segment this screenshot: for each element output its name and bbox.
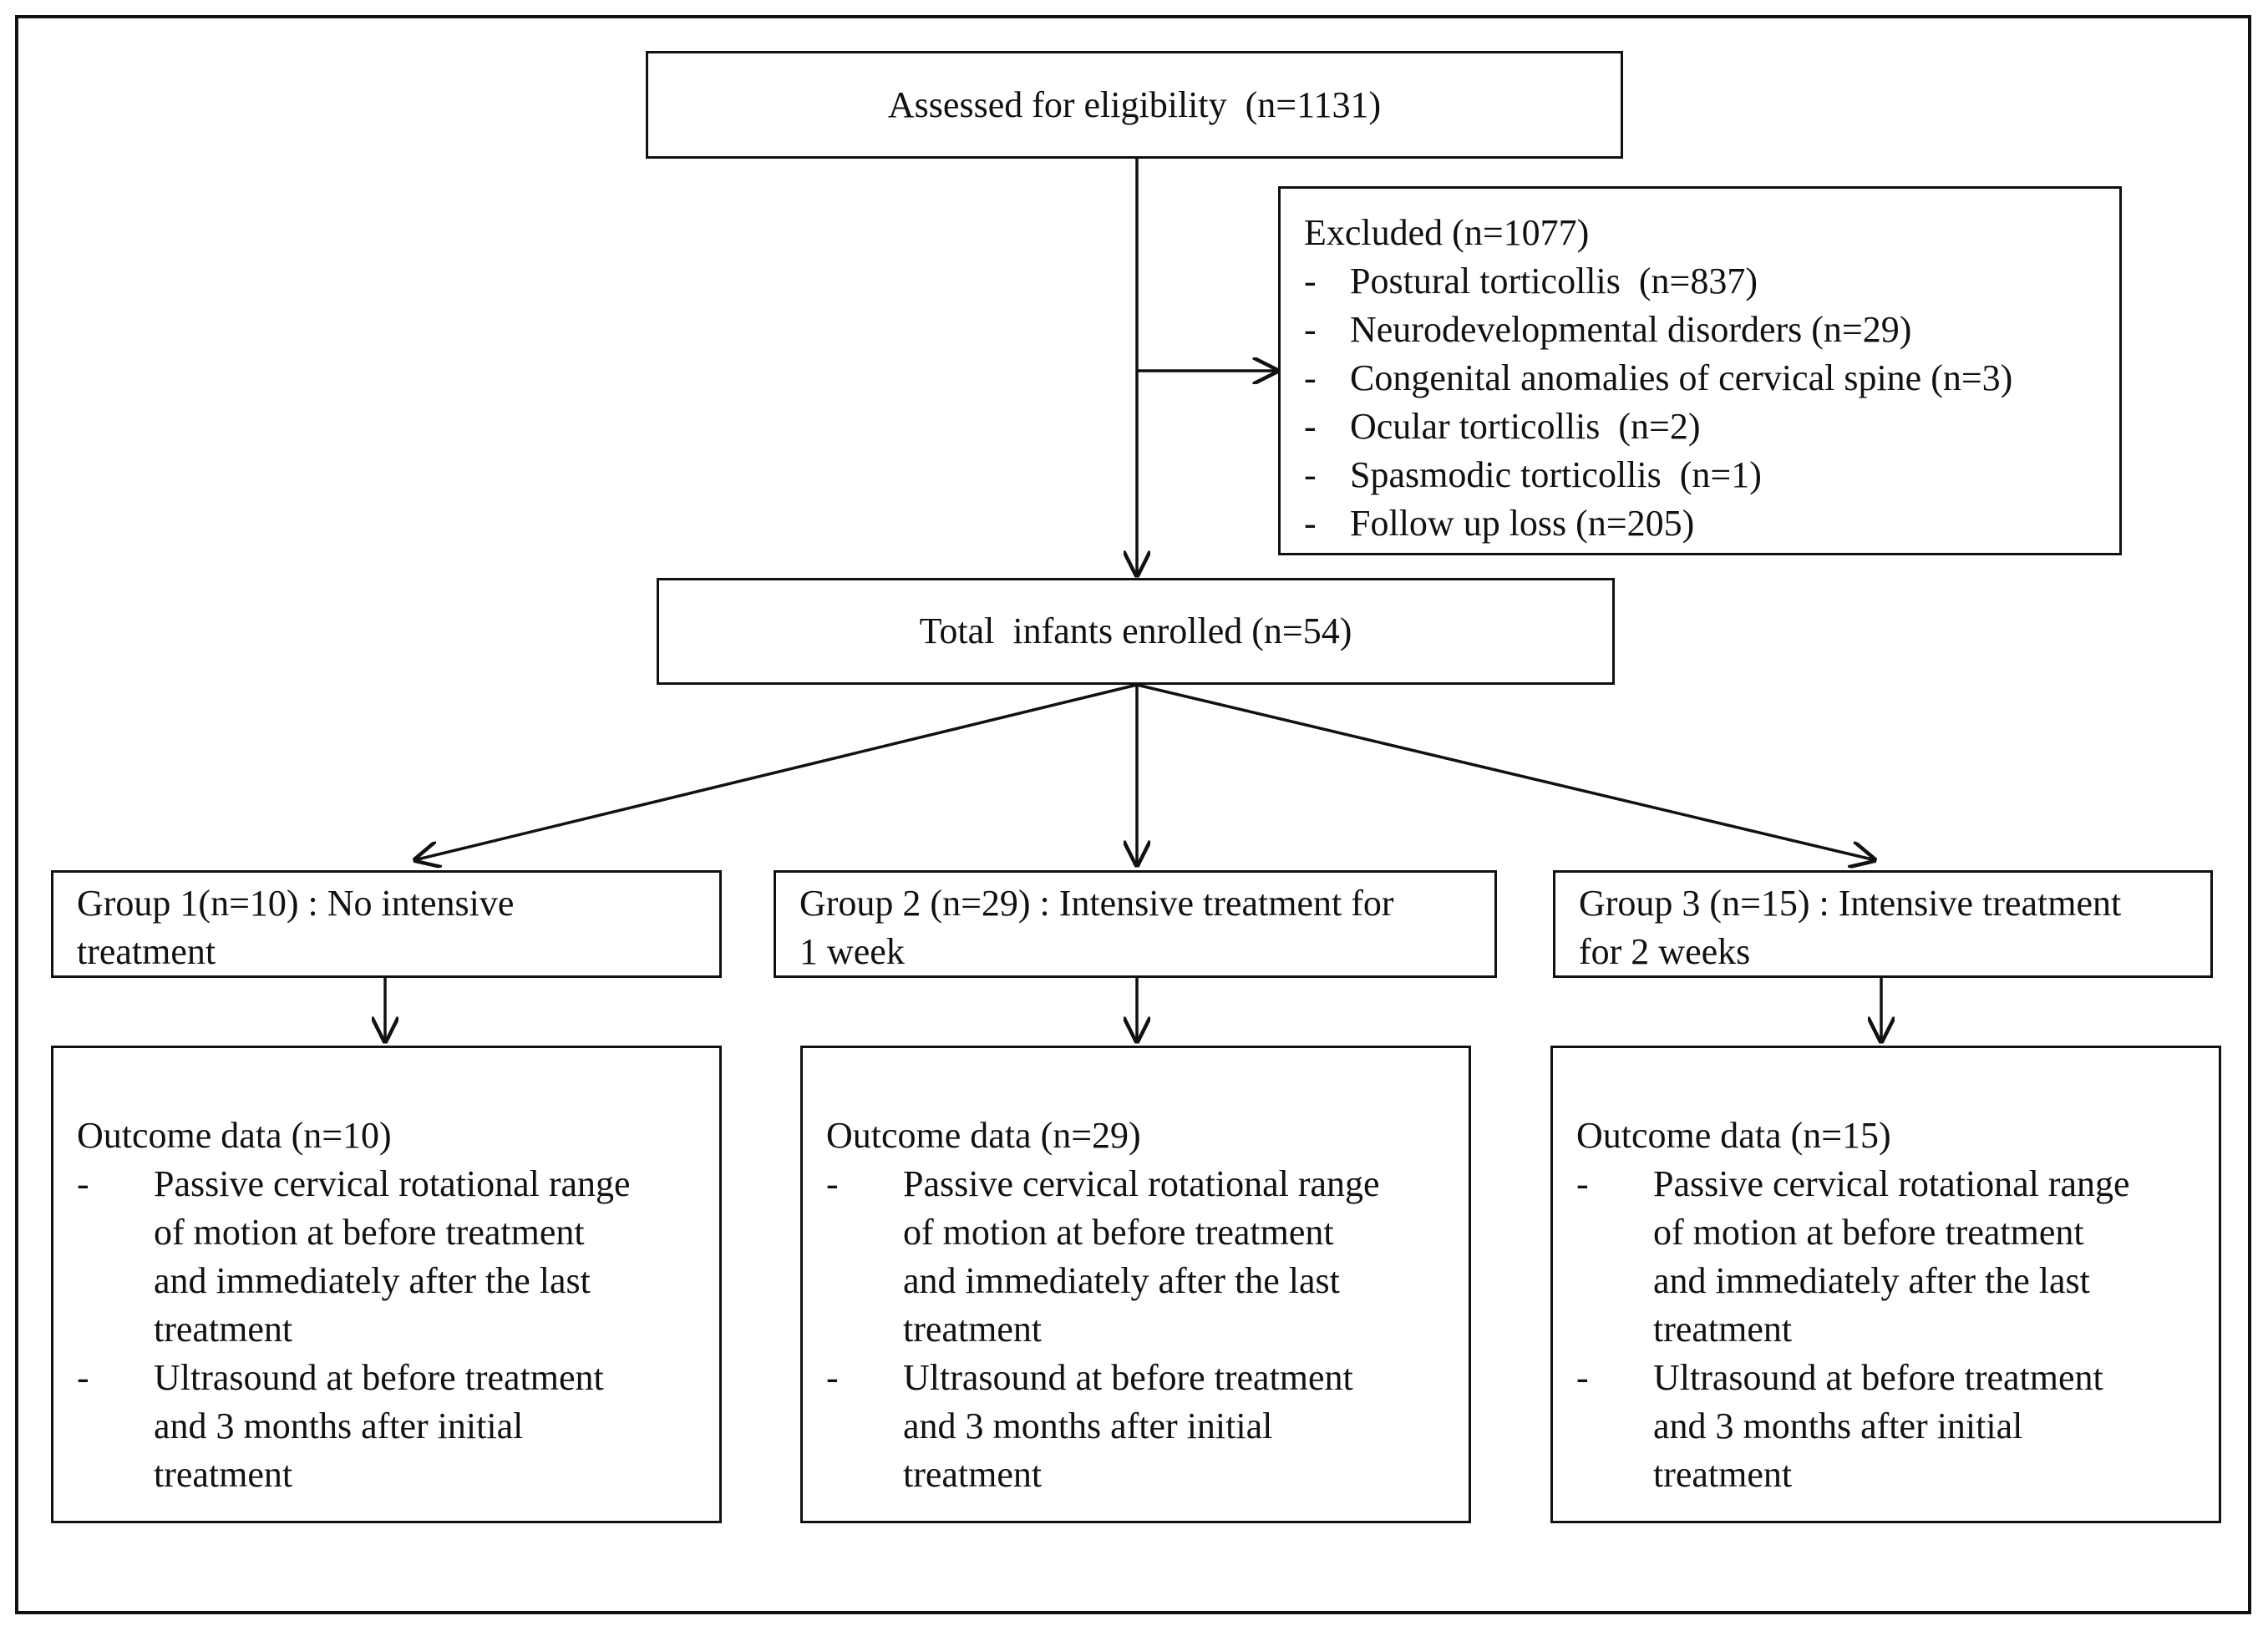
- bullet-dash: -: [1304, 309, 1317, 350]
- excluded-item-label: Congenital anomalies of cervical spine (…: [1350, 357, 2013, 398]
- outcome-line: of motion at before treatment: [903, 1212, 1334, 1253]
- excluded-item-label: Postural torticollis (n=837): [1350, 261, 1758, 301]
- arrow-enrolled-to-group1: [414, 683, 1138, 860]
- arrow-enrolled-to-group3: [1136, 683, 1875, 860]
- outcome-line: Passive cervical rotational range: [1653, 1163, 2130, 1204]
- outcome-line: and immediately after the last: [154, 1260, 591, 1301]
- excluded-item: - Neurodevelopmental disorders (n=29): [1304, 306, 2119, 354]
- outcome-item: - Passive cervical rotational range of m…: [826, 1160, 1469, 1354]
- excluded-item: - Congenital anomalies of cervical spine…: [1304, 354, 2119, 403]
- group-2-box: Group 2 (n=29) : Intensive treatment for…: [774, 870, 1497, 978]
- bullet-dash: -: [826, 1357, 839, 1398]
- excluded-item-label: Ocular torticollis (n=2): [1350, 406, 1701, 447]
- outcome-line: Ultrasound at before treatment: [903, 1357, 1353, 1398]
- outcome-line: and 3 months after initial: [903, 1406, 1273, 1446]
- group-label-line1: Group 3 (n=15) : Intensive treatment: [1579, 883, 2122, 924]
- outcome-line: of motion at before treatment: [1653, 1212, 2084, 1253]
- group-label-line2: treatment: [77, 931, 216, 972]
- excluded-item-label: Spasmodic torticollis (n=1): [1350, 454, 1762, 495]
- group-label-line2: 1 week: [799, 931, 905, 972]
- outcome-line: treatment: [903, 1309, 1043, 1350]
- outcome-item: - Passive cervical rotational range of m…: [77, 1160, 719, 1354]
- excluded-box: Excluded (n=1077) - Postural torticollis…: [1278, 186, 2122, 555]
- outcome-item: - Ultrasound at before treatment and 3 m…: [826, 1354, 1469, 1499]
- excluded-item: - Follow up loss (n=205): [1304, 499, 2119, 548]
- outcome-line: treatment: [154, 1454, 293, 1495]
- bullet-dash: -: [1304, 357, 1317, 398]
- outcome-item: - Ultrasound at before treatment and 3 m…: [77, 1354, 719, 1499]
- bullet-dash: -: [1576, 1357, 1589, 1398]
- enrolled-box: Total infants enrolled (n=54): [657, 578, 1615, 685]
- outcome-item: - Ultrasound at before treatment and 3 m…: [1576, 1354, 2219, 1499]
- assessed-label: Assessed for eligibility (n=1131): [887, 84, 1382, 125]
- outcome-line: and 3 months after initial: [154, 1406, 524, 1446]
- outcome-line: of motion at before treatment: [154, 1212, 585, 1253]
- bullet-dash: -: [1304, 261, 1317, 301]
- outcome-title: Outcome data (n=10): [77, 1115, 392, 1156]
- diagram-frame: [15, 15, 2251, 1614]
- outcome-line: treatment: [1653, 1309, 1793, 1350]
- bullet-dash: -: [1576, 1163, 1589, 1204]
- group-label-line2: for 2 weeks: [1579, 931, 1751, 972]
- group-3-box: Group 3 (n=15) : Intensive treatment for…: [1553, 870, 2213, 978]
- outcome-box-group-3: Outcome data (n=15) - Passive cervical r…: [1550, 1046, 2221, 1523]
- outcome-item: - Passive cervical rotational range of m…: [1576, 1160, 2219, 1354]
- outcome-box-group-2: Outcome data (n=29) - Passive cervical r…: [800, 1046, 1471, 1523]
- group-1-box: Group 1(n=10) : No intensive treatment: [51, 870, 722, 978]
- group-label-line1: Group 1(n=10) : No intensive: [77, 883, 515, 924]
- outcome-line: Passive cervical rotational range: [903, 1163, 1380, 1204]
- outcome-title: Outcome data (n=15): [1576, 1115, 1891, 1156]
- bullet-dash: -: [1304, 406, 1317, 447]
- excluded-item: - Postural torticollis (n=837): [1304, 257, 2119, 306]
- excluded-item: - Spasmodic torticollis (n=1): [1304, 451, 2119, 499]
- bullet-dash: -: [826, 1163, 839, 1204]
- excluded-item-label: Follow up loss (n=205): [1350, 503, 1695, 544]
- outcome-line: treatment: [154, 1309, 293, 1350]
- outcome-line: and immediately after the last: [1653, 1260, 2090, 1301]
- outcome-line: and 3 months after initial: [1653, 1406, 2023, 1446]
- outcome-box-group-1: Outcome data (n=10) - Passive cervical r…: [51, 1046, 722, 1523]
- assessed-box: Assessed for eligibility (n=1131): [646, 51, 1623, 159]
- excluded-item-label: Neurodevelopmental disorders (n=29): [1350, 309, 1912, 350]
- bullet-dash: -: [77, 1357, 89, 1398]
- outcome-line: Ultrasound at before treatment: [1653, 1357, 2103, 1398]
- outcome-title: Outcome data (n=29): [826, 1115, 1141, 1156]
- group-label-line1: Group 2 (n=29) : Intensive treatment for: [799, 883, 1394, 924]
- excluded-title: Excluded (n=1077): [1304, 212, 1590, 253]
- bullet-dash: -: [77, 1163, 89, 1204]
- outcome-line: and immediately after the last: [903, 1260, 1340, 1301]
- enrolled-label: Total infants enrolled (n=54): [919, 610, 1352, 651]
- outcome-line: treatment: [903, 1454, 1043, 1495]
- outcome-line: Ultrasound at before treatment: [154, 1357, 604, 1398]
- outcome-line: Passive cervical rotational range: [154, 1163, 631, 1204]
- bullet-dash: -: [1304, 503, 1317, 544]
- excluded-item: - Ocular torticollis (n=2): [1304, 403, 2119, 451]
- outcome-line: treatment: [1653, 1454, 1793, 1495]
- bullet-dash: -: [1304, 454, 1317, 495]
